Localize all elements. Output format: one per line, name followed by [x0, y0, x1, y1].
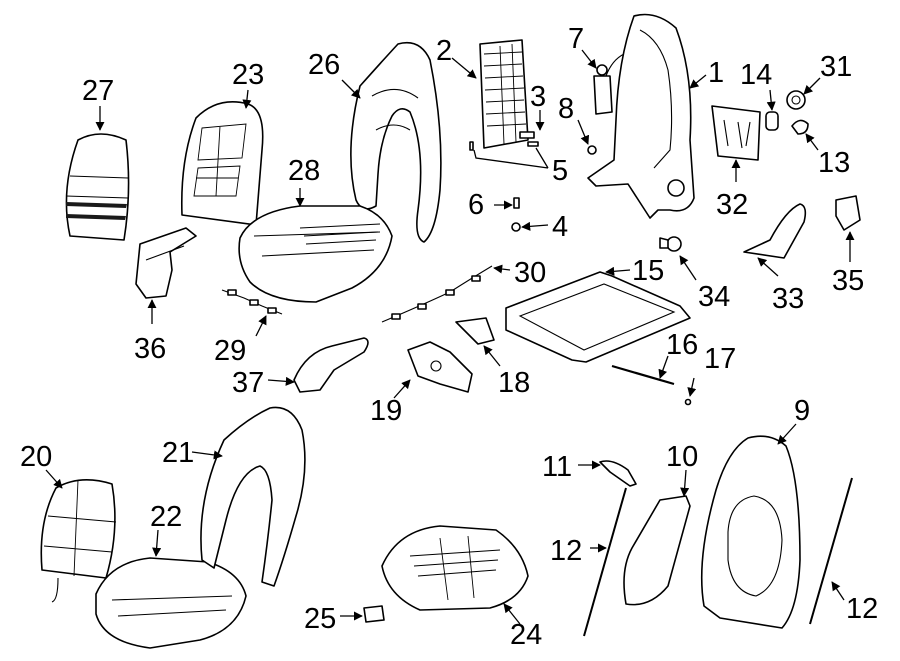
callout-15: 15: [632, 255, 664, 287]
callout-3: 3: [530, 81, 546, 113]
callout-25: 25: [304, 603, 336, 635]
part-21-bolster[interactable]: [200, 406, 306, 587]
part-14-cover[interactable]: [765, 111, 779, 131]
part-28-seat-cushion-cover[interactable]: [238, 205, 393, 303]
part-27-seatback-cover[interactable]: [65, 133, 130, 241]
part-17-clip[interactable]: [684, 398, 692, 406]
part-6-bracket[interactable]: [513, 197, 520, 209]
part-22-seat-cover[interactable]: [95, 557, 247, 649]
callout-35: 35: [832, 265, 864, 297]
callout-21: 21: [162, 437, 194, 469]
part-12-cable-right[interactable]: [809, 477, 853, 625]
callout-12-right: 12: [846, 593, 878, 625]
callout-24: 24: [510, 619, 542, 651]
part-2-seatback-panel[interactable]: [479, 39, 529, 149]
part-37-side-cover[interactable]: [293, 337, 369, 393]
callout-9: 9: [794, 395, 810, 427]
callout-36: 36: [134, 333, 166, 365]
callout-22: 22: [150, 501, 182, 533]
part-9-seatback-shell[interactable]: [700, 435, 801, 629]
callout-32: 32: [716, 189, 748, 221]
callout-4: 4: [552, 211, 568, 243]
callout-5: 5: [552, 155, 568, 187]
part-1-seatback-frame[interactable]: [587, 13, 695, 219]
part-19-latch-bracket[interactable]: [407, 341, 473, 393]
part-34-switch[interactable]: [659, 236, 682, 252]
callout-12-left: 12: [550, 535, 582, 567]
part-15-seat-frame[interactable]: [505, 271, 691, 363]
part-4-nut[interactable]: [511, 222, 521, 232]
callout-27: 27: [82, 75, 114, 107]
callout-37: 37: [232, 367, 264, 399]
callout-33: 33: [772, 283, 804, 315]
callout-10: 10: [666, 441, 698, 473]
callout-20: 20: [20, 441, 52, 473]
callout-13: 13: [818, 147, 850, 179]
callout-6: 6: [468, 189, 484, 221]
part-29-harness[interactable]: [221, 289, 283, 315]
part-36-side-trim[interactable]: [135, 227, 197, 299]
part-13-cap[interactable]: [791, 119, 809, 135]
callout-11: 11: [542, 451, 572, 483]
callout-18: 18: [498, 367, 530, 399]
callout-1: 1: [708, 57, 724, 89]
part-20-seatback-cover[interactable]: [40, 479, 117, 603]
callout-30: 30: [514, 257, 546, 289]
part-3-clip[interactable]: [519, 131, 535, 139]
part-23-seatback-pad[interactable]: [180, 101, 264, 226]
callout-29: 29: [214, 335, 246, 367]
callout-16: 16: [666, 329, 698, 361]
part-31-knob[interactable]: [786, 90, 806, 110]
callout-7: 7: [568, 23, 584, 55]
callout-14: 14: [740, 59, 772, 91]
callout-19: 19: [370, 395, 402, 427]
callout-2: 2: [436, 35, 452, 67]
part-33-side-shield[interactable]: [743, 203, 807, 259]
callout-23: 23: [232, 59, 264, 91]
part-10-side-trim[interactable]: [623, 495, 691, 606]
part-30-harness[interactable]: [381, 265, 493, 323]
callout-8: 8: [558, 93, 574, 125]
part-35-handle[interactable]: [835, 195, 861, 231]
leader-lines: [45, 49, 855, 625]
part-24-seat-cushion-pad[interactable]: [381, 525, 529, 611]
part-25-clip[interactable]: [363, 605, 385, 623]
part-7-recliner-cable[interactable]: [593, 53, 625, 115]
part-12-cable-left[interactable]: [583, 487, 627, 637]
part-32-lumbar-pad[interactable]: [711, 105, 761, 161]
callout-26: 26: [308, 49, 340, 81]
part-18-adjuster[interactable]: [455, 317, 495, 345]
callout-28: 28: [288, 155, 320, 187]
part-8-pin[interactable]: [587, 145, 597, 155]
part-16-rod[interactable]: [611, 364, 675, 386]
callout-17: 17: [704, 343, 736, 375]
callout-labels: 1 2 3 4 5 6 7 8 9 10 11 12 12 13 14 15 1…: [20, 23, 878, 651]
callout-34: 34: [698, 281, 730, 313]
part-5-clips[interactable]: [469, 141, 539, 151]
part-11-lever[interactable]: [599, 460, 637, 487]
callout-31: 31: [820, 51, 852, 83]
